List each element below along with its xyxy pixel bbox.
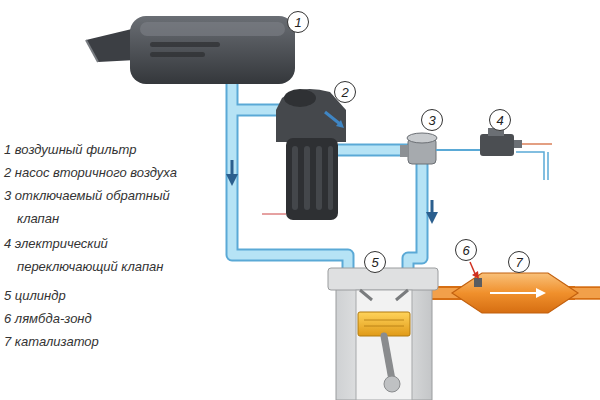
return-valve	[400, 133, 437, 164]
lambda-probe	[470, 262, 482, 287]
callout-circle: 2	[334, 81, 356, 103]
callout-number: 2	[341, 86, 348, 99]
callout-circle: 7	[508, 251, 530, 273]
callout-circle: 1	[287, 11, 309, 33]
callout-number: 3	[428, 114, 435, 127]
callout-number: 5	[371, 256, 378, 269]
part-legend-text: 6 лямбда-зонд	[4, 307, 219, 330]
cylinder	[328, 268, 438, 400]
switch-valve	[436, 128, 552, 180]
callout-number: 1	[294, 16, 301, 29]
callout-number: 4	[496, 114, 503, 127]
part-legend-text: 2 насос вторичного воздуха	[4, 161, 219, 184]
callout-number: 7	[515, 256, 522, 269]
air-pipes	[232, 82, 422, 276]
callout-circle: 3	[421, 109, 443, 131]
callout-number: 6	[462, 244, 469, 257]
callout-circle: 4	[489, 109, 511, 131]
air-filter	[86, 16, 295, 84]
callout-circle: 5	[364, 251, 386, 273]
callout-circle: 6	[455, 239, 477, 261]
part-legend-text: 1 воздушный фильтр	[4, 138, 219, 161]
part-legend-text: 4 электрический переключающий клапан	[4, 232, 164, 278]
part-legend-text: 5 цилиндр	[4, 284, 219, 307]
part-legend-text: 7 катализатор	[4, 330, 219, 353]
part-legend-text: 3 отключаемый обратный клапан	[4, 184, 182, 230]
secondary-air-pump	[262, 89, 346, 220]
